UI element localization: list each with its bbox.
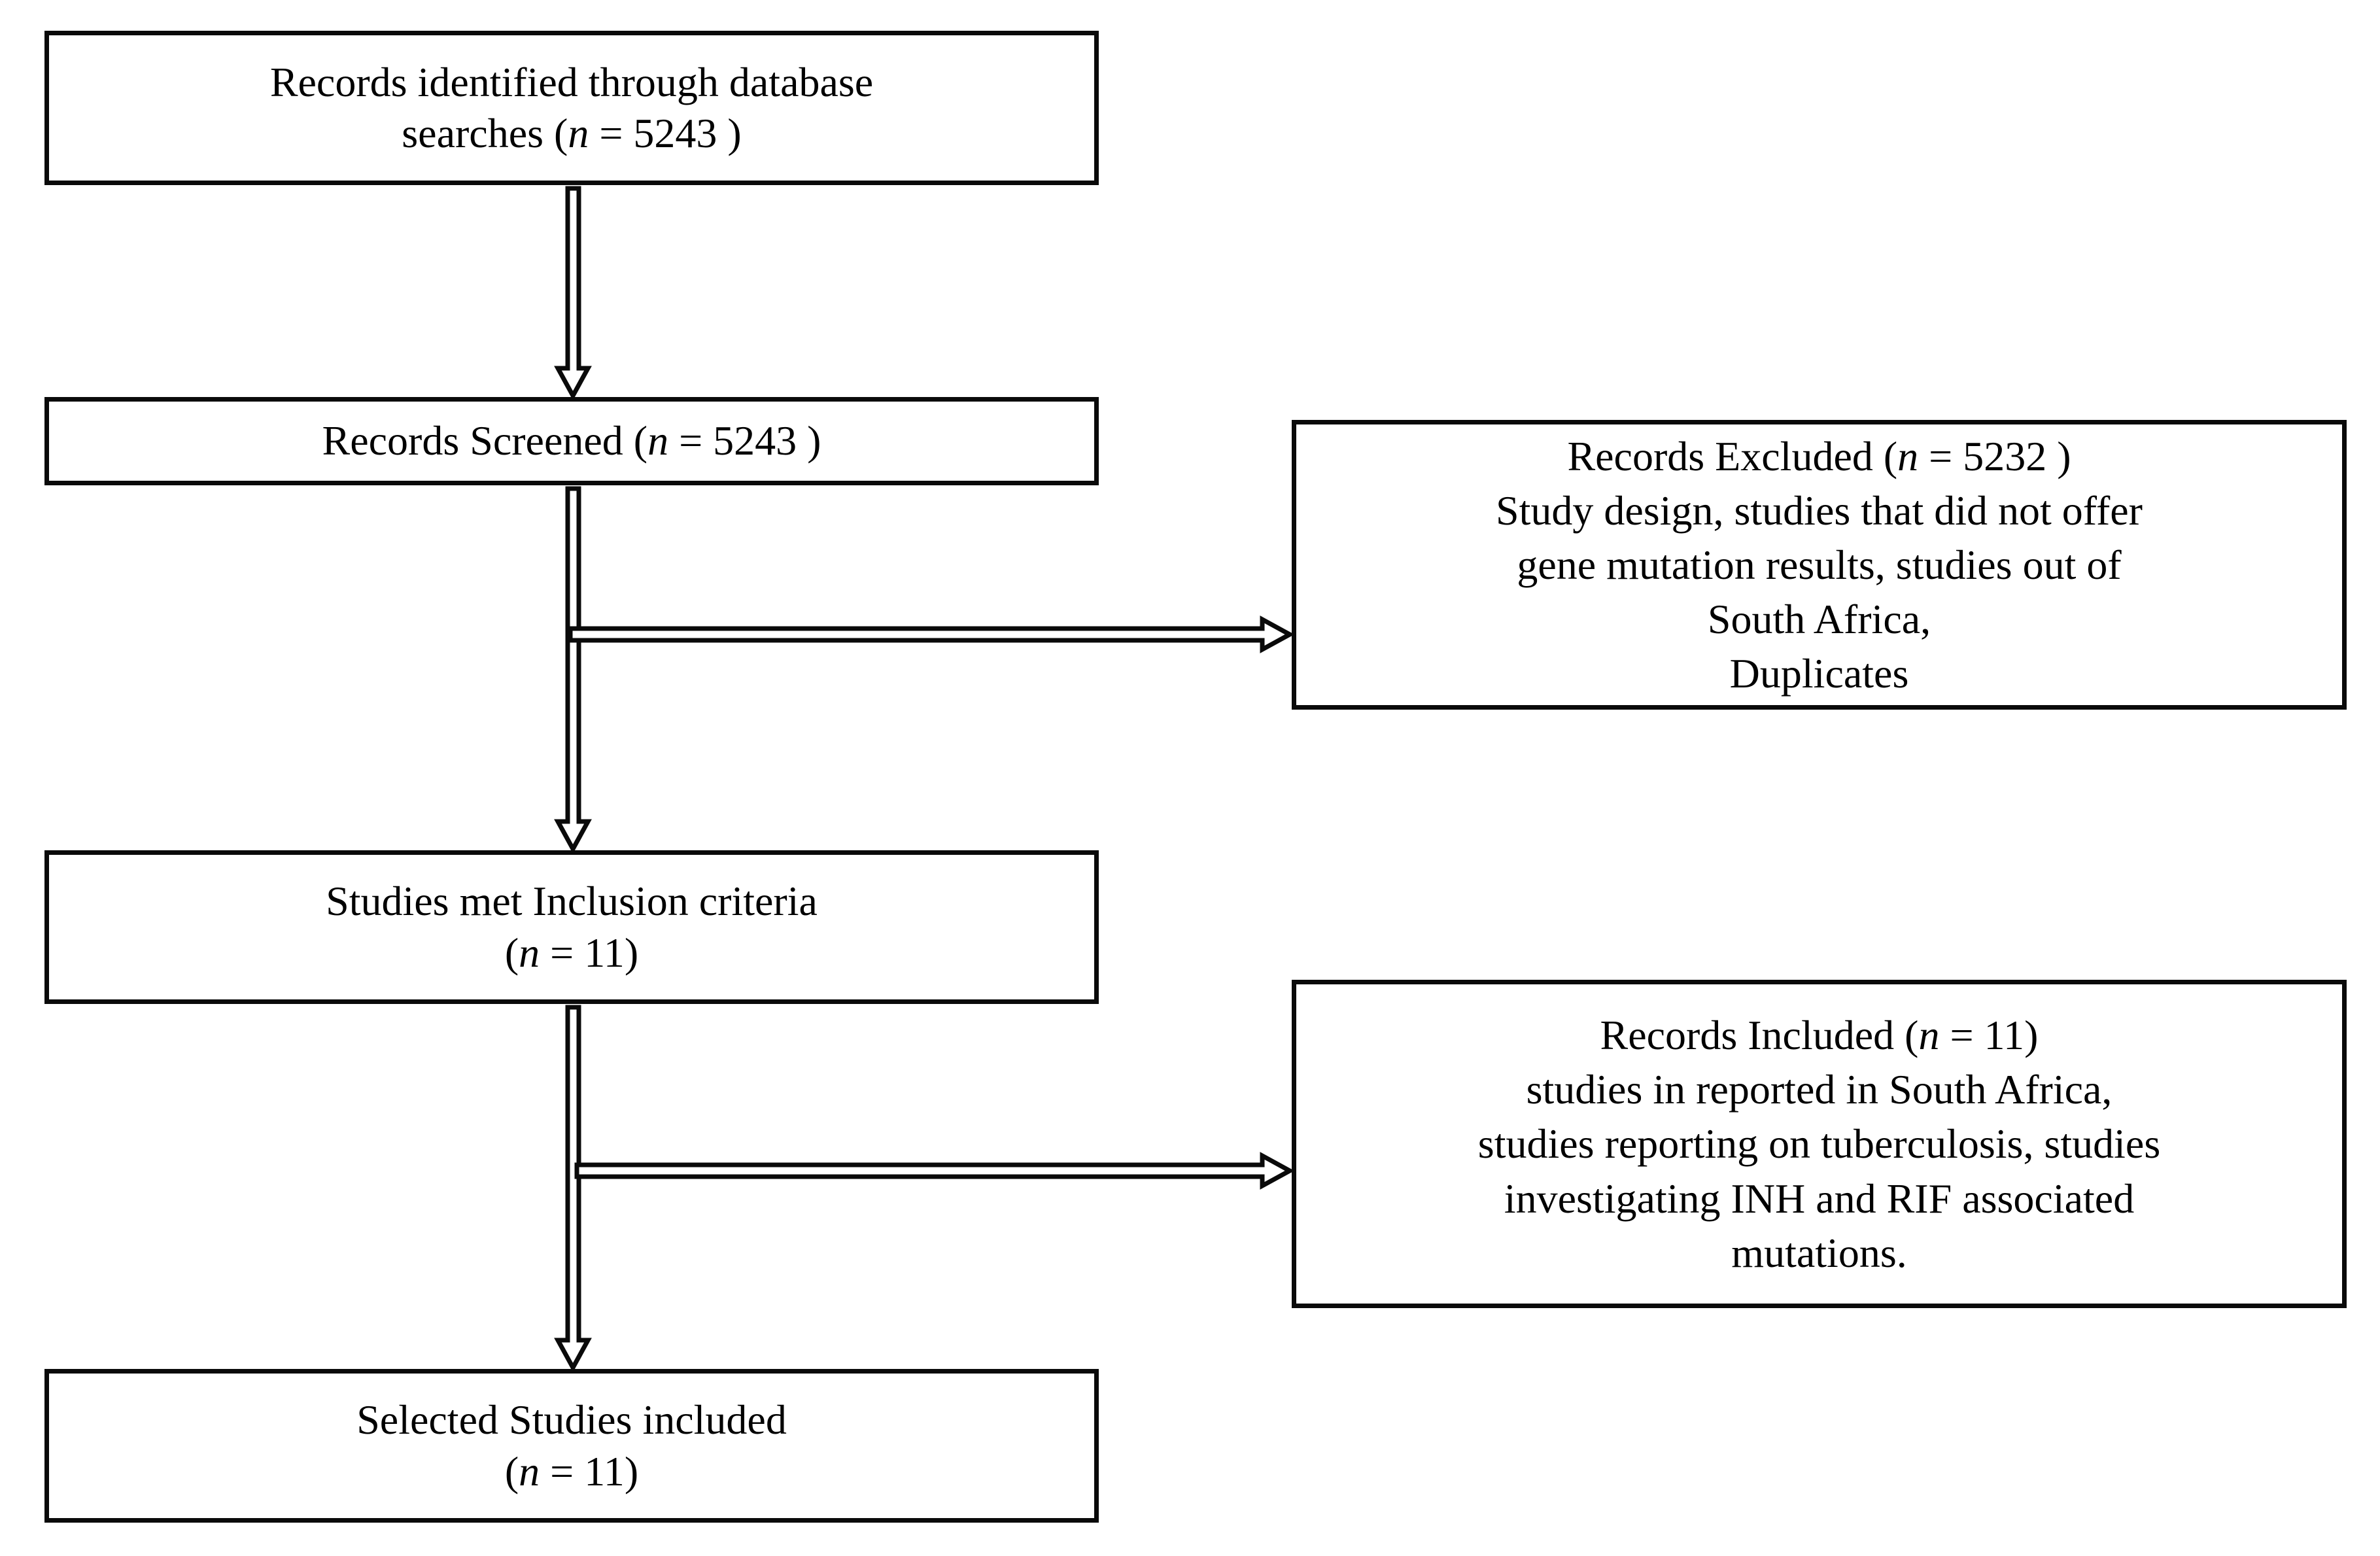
box-records-excluded: Records Excluded (n = 5232 )Study design… xyxy=(1292,420,2347,710)
box-records-included: Records Included (n = 11)studies in repo… xyxy=(1292,980,2347,1308)
right-block-arrow-icon-screened-to-excluded xyxy=(568,615,1295,653)
box-selected-studies-included: Selected Studies included(n = 11) xyxy=(44,1369,1099,1523)
box-selected-studies-included-label: Selected Studies included(n = 11) xyxy=(356,1396,787,1495)
box-studies-met-inclusion-criteria-label: Studies met Inclusion criteria(n = 11) xyxy=(326,878,818,976)
box-records-screened-label: Records Screened (n = 5243 ) xyxy=(322,417,821,464)
box-records-included-label: Records Included (n = 11)studies in repo… xyxy=(1477,1012,2161,1276)
down-block-arrow-icon-inclusion-to-selected xyxy=(554,1005,592,1373)
box-records-excluded-label: Records Excluded (n = 5232 )Study design… xyxy=(1496,432,2143,697)
box-records-screened: Records Screened (n = 5243 ) xyxy=(44,397,1099,485)
down-block-arrow-icon-screened-to-inclusion xyxy=(554,486,592,854)
box-studies-met-inclusion-criteria: Studies met Inclusion criteria(n = 11) xyxy=(44,850,1099,1004)
right-block-arrow-icon-inclusion-to-included xyxy=(574,1152,1295,1190)
down-block-arrow-icon-identified-to-screened xyxy=(554,186,592,401)
